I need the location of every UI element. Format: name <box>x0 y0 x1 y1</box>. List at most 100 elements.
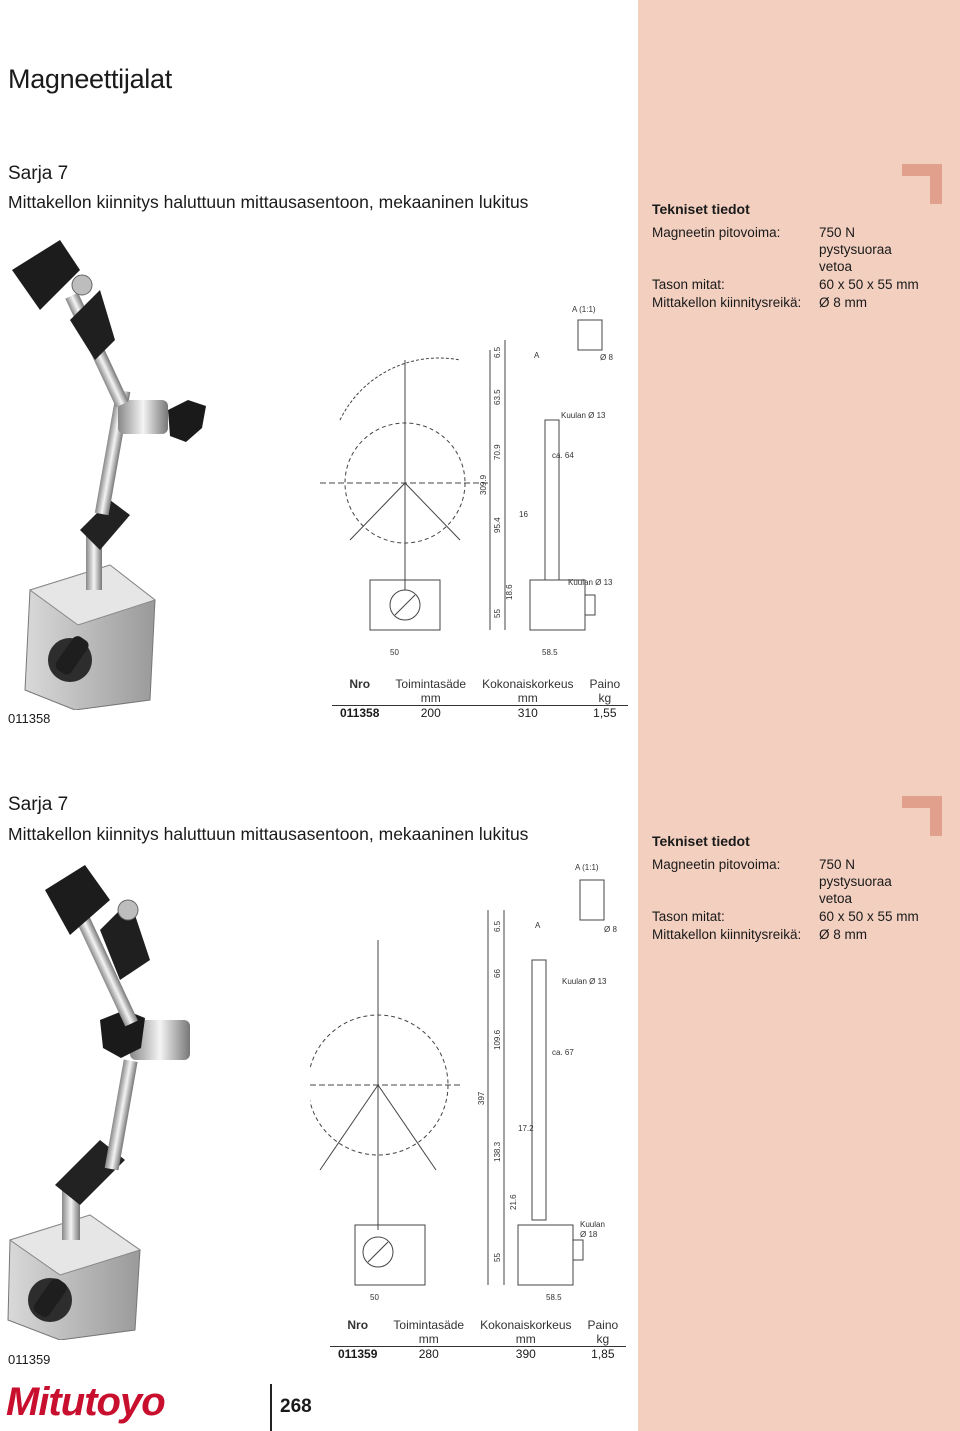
cell-weight: 1,85 <box>579 1346 627 1361</box>
label-ball-bottom: Kuulan Ø 13 <box>568 578 613 587</box>
product-photo-2 <box>7 865 190 1340</box>
spec-value-base-size: 60 x 50 x 55 mm <box>819 277 919 292</box>
label-d1: 6.5 <box>493 346 502 358</box>
label-w1: 50 <box>370 1293 379 1302</box>
label-w1: 50 <box>390 648 399 657</box>
table-units-row: mm mm kg <box>330 1332 626 1347</box>
page-number-divider <box>270 1384 310 1431</box>
spec-value-holding-force-2: pystysuoraa <box>819 874 892 889</box>
section-1-table: Nro Toimintasäde Kokonaiskorkeus Paino m… <box>332 677 629 720</box>
label-d4: 397 <box>477 1091 486 1105</box>
sidebar-background <box>638 0 960 1431</box>
th-radius: Toimintasäde <box>393 1318 465 1332</box>
drawing-1-labels: A (1:1) A Ø 8 Kuulan Ø 13 ca. 64 16 Kuul… <box>390 305 613 657</box>
spec-value-mount-hole: Ø 8 mm <box>819 927 868 942</box>
unit-height: mm <box>517 691 538 705</box>
mitutoyo-logo: Mitutoyo <box>6 1380 166 1424</box>
specs-heading: Tekniset tiedot <box>652 833 750 849</box>
label-d8: 55 <box>493 1253 502 1262</box>
spec-label-base-size: Tason mitat: <box>652 909 725 924</box>
section-2-subtitle: Mittakellon kiinnitys haluttuun mittausa… <box>8 824 529 844</box>
label-d7: 21.6 <box>509 1194 518 1210</box>
table-header-row: Nro Toimintasäde Kokonaiskorkeus Paino <box>332 677 628 691</box>
label-d8: 55 <box>493 609 502 618</box>
spec-label-holding-force: Magneetin pitovoima: <box>652 857 781 872</box>
page-title: Magneettijalat <box>8 64 172 94</box>
unit-nro <box>330 1332 385 1347</box>
label-a: A <box>534 351 540 360</box>
label-ball-top: Kuulan Ø 13 <box>561 411 606 420</box>
label-d5: 138.3 <box>493 1141 502 1162</box>
product-photo-1 <box>12 240 206 710</box>
section-2-item-number: 011359 <box>8 1352 51 1367</box>
specs-heading: Tekniset tiedot <box>652 201 750 217</box>
technical-drawing-2: A (1:1) A Ø 8 Kuulan Ø 13 ca. 67 17.2 Ku… <box>310 863 617 1302</box>
th-nro: Nro <box>349 677 371 691</box>
cell-nro: 011358 <box>332 705 388 720</box>
spec-label-mount-hole: Mittakellon kiinnitysreikä: <box>652 927 802 942</box>
th-weight: Paino <box>587 1318 619 1332</box>
section-2-table: Nro Toimintasäde Kokonaiskorkeus Paino m… <box>330 1318 627 1361</box>
label-a: A <box>535 921 541 930</box>
spec-value-holding-force-3: vetoa <box>819 891 853 906</box>
label-bore: Ø 8 <box>600 353 613 362</box>
label-d5: 95.4 <box>493 517 502 533</box>
cell-weight: 1,55 <box>581 705 629 720</box>
label-detail: A (1:1) <box>572 305 596 314</box>
spec-label-base-size: Tason mitat: <box>652 277 725 292</box>
label-d3: 70.9 <box>493 444 502 460</box>
label-d2: 63.5 <box>493 389 502 405</box>
spec-value-holding-force: 750 N <box>819 225 856 240</box>
th-height: Kokonaiskorkeus <box>480 1318 572 1332</box>
drawing-2-labels: A (1:1) A Ø 8 Kuulan Ø 13 ca. 67 17.2 Ku… <box>370 863 617 1302</box>
corner-mark-1 <box>902 164 942 204</box>
spec-value-holding-force-3: vetoa <box>819 259 853 274</box>
unit-weight: kg <box>596 1332 610 1346</box>
corner-mark-2 <box>902 796 942 836</box>
table-units-row: mm mm kg <box>332 691 628 706</box>
cell-nro: 011359 <box>330 1346 386 1361</box>
cell-radius: 200 <box>387 705 475 720</box>
section-2-sarja: Sarja 7 <box>8 794 69 815</box>
section-1-sarja: Sarja 7 <box>8 163 69 184</box>
th-height: Kokonaiskorkeus <box>482 677 574 691</box>
label-d2: 66 <box>493 969 502 978</box>
technical-drawing-1: A (1:1) A Ø 8 Kuulan Ø 13 ca. 64 16 Kuul… <box>320 305 613 657</box>
cell-radius: 280 <box>385 1346 473 1361</box>
th-nro: Nro <box>347 1318 369 1332</box>
label-detail: A (1:1) <box>575 863 599 872</box>
unit-weight: kg <box>598 691 612 705</box>
label-d1: 6.5 <box>493 920 502 932</box>
cell-height: 390 <box>472 1346 580 1361</box>
section-1-specs: Tekniset tiedot Magneetin pitovoima: 750… <box>652 201 952 321</box>
label-bore: Ø 8 <box>604 925 617 934</box>
label-ball-top: Kuulan Ø 13 <box>562 977 607 986</box>
unit-radius: mm <box>418 1332 439 1346</box>
cell-height: 310 <box>474 705 582 720</box>
spec-label-mount-hole: Mittakellon kiinnitysreikä: <box>652 295 802 310</box>
section-1-subtitle: Mittakellon kiinnitys haluttuun mittausa… <box>8 192 529 212</box>
label-ball-bottom: Kuulan <box>580 1220 605 1229</box>
table-header-row: Nro Toimintasäde Kokonaiskorkeus Paino <box>330 1318 626 1332</box>
spec-value-holding-force: 750 N <box>819 857 856 872</box>
unit-height: mm <box>515 1332 536 1346</box>
spec-value-mount-hole: Ø 8 mm <box>819 295 868 310</box>
label-d3: 109.6 <box>493 1029 502 1050</box>
spec-value-holding-force-2: pystysuoraa <box>819 242 892 257</box>
label-w2: 58.5 <box>546 1293 562 1302</box>
spec-label-holding-force: Magneetin pitovoima: <box>652 225 781 240</box>
label-ball-bottom-2: Ø 18 <box>580 1230 598 1239</box>
unit-nro <box>332 691 387 706</box>
unit-radius: mm <box>420 691 441 705</box>
label-d4: 309.9 <box>479 474 488 495</box>
section-1-item-number: 011358 <box>8 711 51 726</box>
label-d7: 18.6 <box>505 584 514 600</box>
th-radius: Toimintasäde <box>395 677 467 691</box>
table-row: 011358 200 310 1,55 <box>332 705 629 720</box>
table-row: 011359 280 390 1,85 <box>330 1346 627 1361</box>
section-2-specs: Tekniset tiedot Magneetin pitovoima: 750… <box>652 833 952 953</box>
label-d6: 16 <box>519 510 528 519</box>
label-ca: ca. 67 <box>552 1048 574 1057</box>
page-number: 268 <box>280 1396 312 1417</box>
label-w2: 58.5 <box>542 648 558 657</box>
